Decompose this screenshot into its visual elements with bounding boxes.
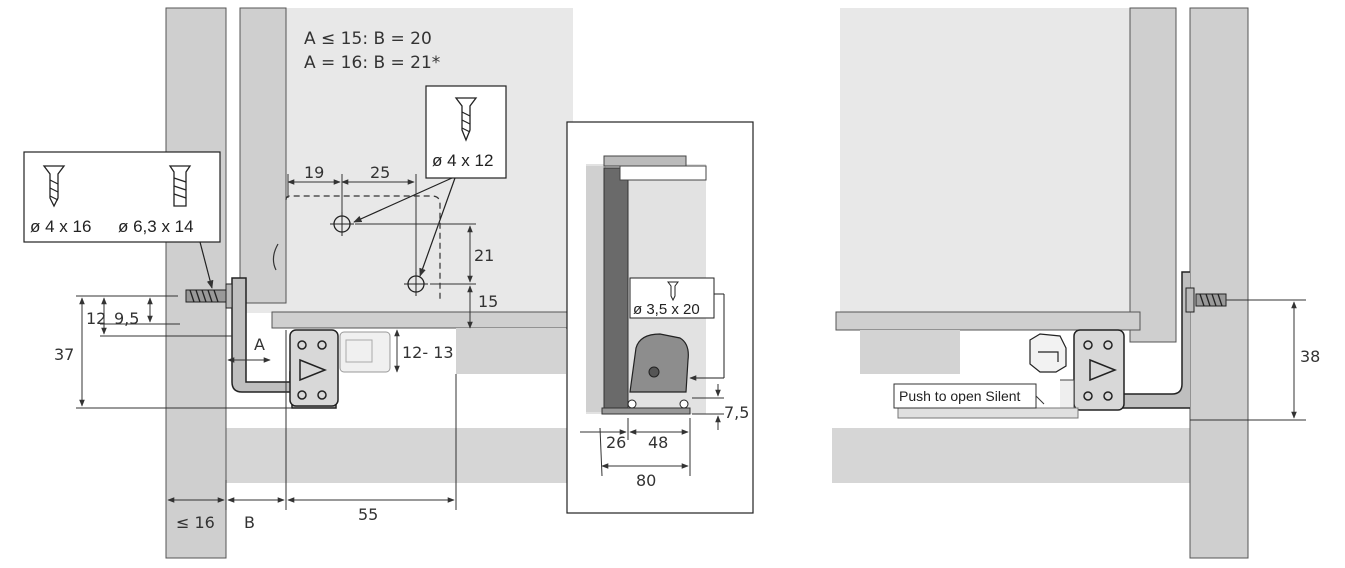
drawer-side-wall [239, 7, 287, 304]
dim-55: 55 [358, 505, 378, 524]
dim-12: 12 [86, 309, 106, 328]
dim-25: 25 [370, 163, 390, 182]
right-drawer-side [1129, 7, 1177, 343]
dim-48: 48 [648, 433, 668, 452]
right-cabinet-side [1189, 7, 1249, 559]
screw-hole-1 [330, 212, 354, 236]
note-line-2: A = 16: B = 21* [304, 53, 440, 73]
dim-37: 37 [54, 345, 74, 364]
dim-12-13: 12- 13 [402, 343, 454, 362]
screw-spec-detail: ø 3,5 x 20 [633, 301, 700, 318]
locking-device [339, 331, 391, 373]
push-to-open-unit [1029, 333, 1075, 413]
dim-21: 21 [474, 246, 494, 265]
screw-hole-2 [404, 272, 428, 296]
dim-19: 19 [304, 163, 324, 182]
drilling-template [285, 195, 441, 300]
detail-view: ø 3,5 x 20 26 48 80 7,5 [566, 121, 754, 514]
dim-a: A [254, 335, 265, 354]
right-drawer-bottom [835, 311, 1141, 331]
detail-mechanism [627, 333, 689, 409]
screw-spec-left-a: ø 4 x 16 [30, 217, 91, 236]
countersunk-screw-icon [42, 165, 66, 208]
cabinet-bottom-panel [226, 428, 571, 483]
dim-7-5: 7,5 [724, 403, 749, 422]
dim-9-5: 9,5 [114, 309, 139, 328]
dim-38: 38 [1300, 347, 1320, 366]
right-runner-profile [1119, 271, 1190, 409]
left-screw-box: ø 4 x 16 ø 6,3 x 14 [23, 151, 221, 243]
drawer-side-background [240, 8, 573, 313]
dim-80: 80 [636, 471, 656, 490]
small-screw-icon [667, 281, 679, 302]
screw-spec-left-b: ø 6,3 x 14 [118, 217, 194, 236]
cabinet-side-panel [165, 7, 227, 559]
dim-15: 15 [478, 292, 498, 311]
detail-drawer-side [603, 167, 629, 413]
note-line-1: A ≤ 15: B = 20 [304, 29, 432, 49]
drawer-front-block [456, 328, 566, 374]
dim-16: ≤ 16 [176, 513, 215, 532]
wood-screw-icon [454, 97, 478, 142]
drawer-bottom [271, 311, 568, 329]
detail-front-panel [586, 166, 606, 412]
dim-b: B [244, 513, 255, 532]
push-to-open-label: Push to open Silent [899, 388, 1021, 404]
runner-slide [289, 329, 339, 407]
side-screw-icon [185, 283, 233, 309]
flat-head-screw-icon [168, 165, 192, 207]
dimension-lines [76, 174, 476, 510]
top-screw-box: ø 4 x 12 [425, 85, 507, 179]
push-label-box [893, 383, 1037, 409]
right-side-screw-icon [1185, 287, 1227, 313]
right-runner-slide [1073, 329, 1125, 411]
right-cabinet-bottom [832, 428, 1190, 483]
right-view: 38 Push to open Silent [832, 7, 1320, 559]
screw-spec-top: ø 4 x 12 [432, 151, 493, 170]
left-view: ø 4 x 16 ø 6,3 x 14 ø 4 x 12 A ≤ 15: B =… [23, 7, 573, 559]
dim-26: 26 [606, 433, 626, 452]
right-drawer-background [840, 8, 1130, 313]
